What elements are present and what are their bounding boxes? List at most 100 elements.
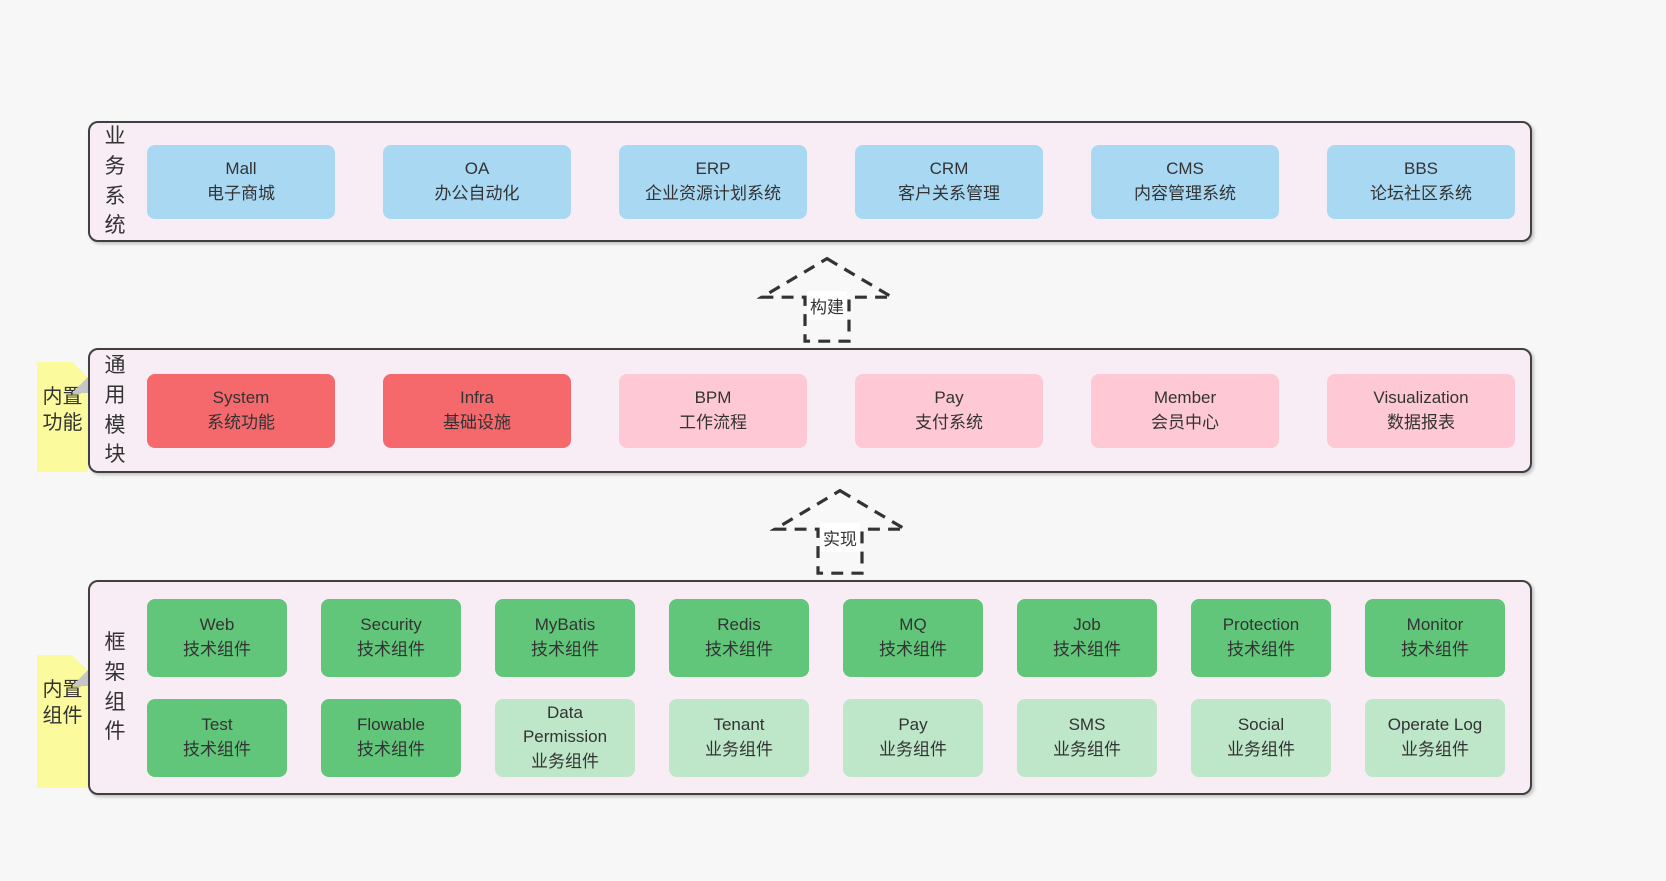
box-title: Pay [934, 387, 964, 407]
box-title: OA [464, 158, 490, 178]
box-erp: ERP 企业资源计划系统 [619, 144, 807, 219]
box-subtitle: 业务组件 [1401, 739, 1469, 759]
layer-business-boxes: Mall 电子商城 OA 办公自动化 ERP 企业资源计划系统 CRM 客户关系管理 CMS 内容… [147, 144, 1530, 219]
box-subtitle: 系统功能 [207, 412, 275, 432]
box-row: Mall 电子商城 OA 办公自动化 ERP 企业资源计划系统 CRM 客户关系管理 CMS 内容… [147, 144, 1530, 219]
box-oa: OA 办公自动化 [383, 144, 571, 219]
box-subtitle: 技术组件 [1401, 639, 1469, 659]
box-title: MQ [899, 614, 927, 634]
box-subtitle: 业务组件 [1227, 739, 1295, 759]
box-subtitle: 技术组件 [357, 739, 425, 759]
box-job: Job 技术组件 [1017, 598, 1157, 677]
box-title: Member [1153, 387, 1217, 407]
box-security: Security 技术组件 [321, 598, 461, 677]
box-subtitle: 企业资源计划系统 [645, 183, 781, 203]
layer-modules-boxes: System 系统功能 Infra 基础设施 BPM 工作流程 Pay 支付系统 Member 会… [147, 373, 1530, 448]
box-subtitle: 电子商城 [207, 183, 275, 203]
box-visualization: Visualization 数据报表 [1327, 373, 1515, 448]
box-subtitle: 论坛社区系统 [1370, 183, 1472, 203]
box-title: Protection [1222, 614, 1300, 634]
box-subtitle: 技术组件 [879, 639, 947, 659]
box-title: CMS [1166, 158, 1204, 178]
box-row: System 系统功能 Infra 基础设施 BPM 工作流程 Pay 支付系统 Member 会… [147, 373, 1530, 448]
box-data-permission: Data Permission 业务组件 [495, 698, 635, 777]
box-subtitle: 办公自动化 [434, 183, 520, 203]
box-tenant: Tenant 业务组件 [669, 698, 809, 777]
box-protection: Protection 技术组件 [1191, 598, 1331, 677]
box-title: Social [1237, 714, 1285, 734]
box-title: Tenant [713, 714, 765, 734]
box-title: ERP [695, 158, 731, 178]
box-cms: CMS 内容管理系统 [1091, 144, 1279, 219]
box-title: Security [360, 614, 422, 634]
box-crm: CRM 客户关系管理 [855, 144, 1043, 219]
box-title: CRM [929, 158, 969, 178]
box-title: Redis [717, 614, 761, 634]
box-member: Member 会员中心 [1091, 373, 1279, 448]
box-subtitle: 技术组件 [183, 639, 251, 659]
box-title: Infra [459, 387, 495, 407]
layer-framework-components: 框架组件 Web 技术组件 Security 技术组件 MyBatis 技术组件 Redis… [88, 580, 1532, 795]
box-subtitle: 会员中心 [1151, 412, 1219, 432]
layer-business-systems: 业务系统 Mall 电子商城 OA 办公自动化 ERP 企业资源计划系统 CRM 客户关系管理… [88, 121, 1532, 242]
box-bpm: BPM 工作流程 [619, 373, 807, 448]
arrow-implement: 实现 [770, 487, 910, 575]
arrow-build-label: 构建 [807, 291, 847, 320]
box-title: Monitor [1406, 614, 1464, 634]
arrow-implement-label: 实现 [820, 523, 860, 552]
box-subtitle: 基础设施 [443, 412, 511, 432]
box-title: Job [1073, 614, 1101, 634]
box-subtitle: 业务组件 [531, 751, 599, 771]
box-mybatis: MyBatis 技术组件 [495, 598, 635, 677]
box-subtitle: 技术组件 [357, 639, 425, 659]
box-title: Pay [898, 714, 928, 734]
box-title: Web [199, 614, 235, 634]
box-system: System 系统功能 [147, 373, 335, 448]
layer-modules-side-label: 通用模块 [104, 353, 126, 467]
sticky-note-builtin-functions: 内置功能 [37, 362, 88, 472]
box-pay: Pay 业务组件 [843, 698, 983, 777]
box-subtitle: 技术组件 [183, 739, 251, 759]
box-web: Web 技术组件 [147, 598, 287, 677]
box-title: Data Permission [522, 702, 608, 747]
box-subtitle: 技术组件 [1053, 639, 1121, 659]
box-title: SMS [1068, 714, 1106, 734]
box-infra: Infra 基础设施 [383, 373, 571, 448]
box-subtitle: 技术组件 [705, 639, 773, 659]
layer-common-modules: 通用模块 System 系统功能 Infra 基础设施 BPM 工作流程 Pay 支付系统 Me… [88, 348, 1532, 473]
box-flowable: Flowable 技术组件 [321, 698, 461, 777]
box-title: Mall [225, 158, 257, 178]
box-title: BPM [694, 387, 732, 407]
box-sms: SMS 业务组件 [1017, 698, 1157, 777]
box-subtitle: 数据报表 [1387, 412, 1455, 432]
box-title: BBS [1403, 158, 1439, 178]
box-pay: Pay 支付系统 [855, 373, 1043, 448]
box-subtitle: 内容管理系统 [1134, 183, 1236, 203]
box-subtitle: 支付系统 [915, 412, 983, 432]
box-title: System [212, 387, 270, 407]
box-social: Social 业务组件 [1191, 698, 1331, 777]
box-subtitle: 工作流程 [679, 412, 747, 432]
layer-business-side-label: 业务系统 [104, 124, 126, 238]
box-subtitle: 技术组件 [1227, 639, 1295, 659]
layer-components-side-label: 框架组件 [104, 630, 126, 744]
box-subtitle: 技术组件 [531, 639, 599, 659]
box-subtitle: 业务组件 [1053, 739, 1121, 759]
box-title: Visualization [1373, 387, 1469, 407]
box-subtitle: 客户关系管理 [898, 183, 1000, 203]
box-title: Flowable [356, 714, 426, 734]
box-subtitle: 业务组件 [879, 739, 947, 759]
arrow-build: 构建 [757, 255, 897, 343]
box-mall: Mall 电子商城 [147, 144, 335, 219]
box-monitor: Monitor 技术组件 [1365, 598, 1505, 677]
box-bbs: BBS 论坛社区系统 [1327, 144, 1515, 219]
box-subtitle: 业务组件 [705, 739, 773, 759]
box-title: MyBatis [534, 614, 596, 634]
box-title: Test [201, 714, 233, 734]
sticky-note-builtin-components: 内置组件 [37, 655, 88, 788]
